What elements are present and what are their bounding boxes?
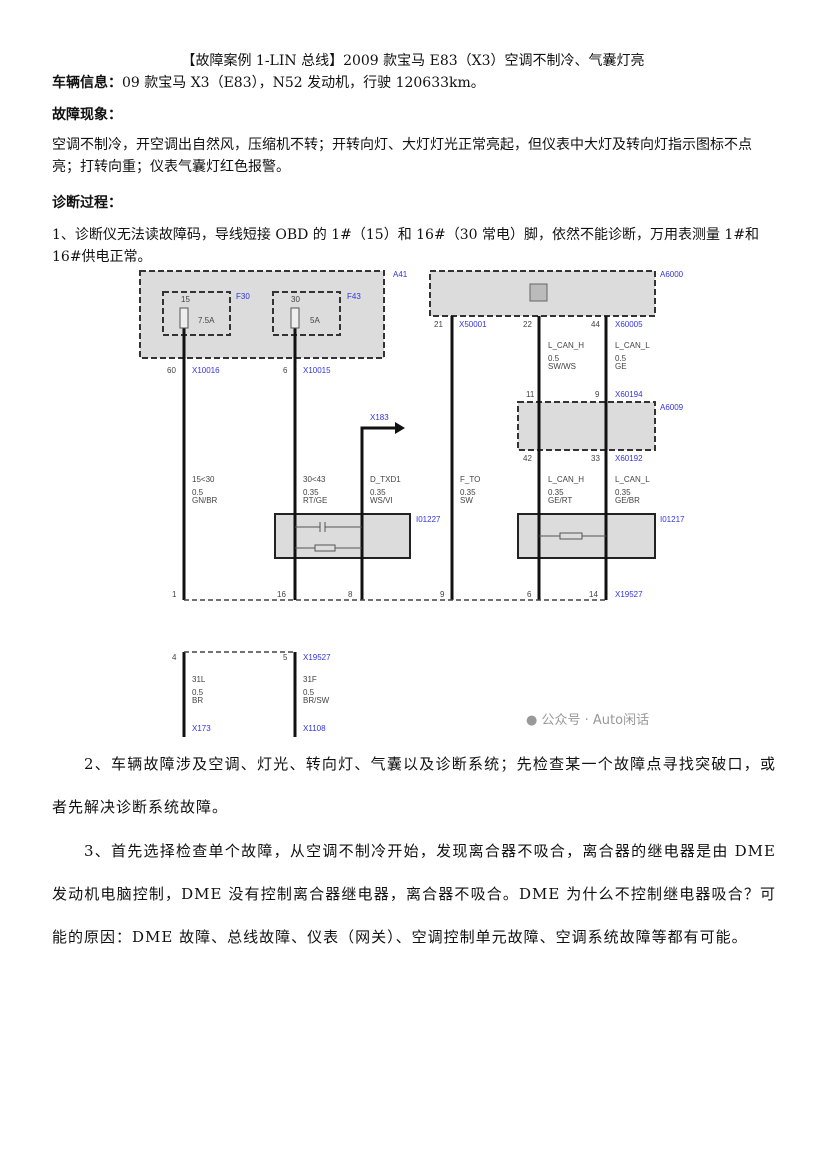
- step-3: 3、首先选择检查单个故障，从空调不制冷开始，发现离合器不吸合，离合器的继电器是由…: [52, 842, 776, 946]
- wire-color: GE/RT: [548, 496, 572, 505]
- wire-size: 0.5: [303, 688, 315, 697]
- wire-size: 0.5: [615, 354, 627, 363]
- pin-label: 9: [595, 390, 600, 399]
- f43-box: [272, 291, 341, 336]
- wire-color: RT/GE: [303, 496, 327, 505]
- connector-label: X10015: [303, 366, 331, 375]
- step-2: 2、车辆故障涉及空调、灯光、转向灯、气囊以及诊断系统；先检查某一个故障点寻找突破…: [52, 755, 776, 816]
- pin-label: 42: [523, 454, 532, 463]
- wire-label: 15<30: [192, 475, 215, 484]
- pin-label: 44: [591, 320, 600, 329]
- pin-label: 30: [291, 295, 300, 304]
- pin-label: 9: [440, 590, 445, 599]
- wire-size: 0.35: [548, 488, 564, 497]
- wires: [182, 316, 608, 737]
- wire-label: 30<43: [303, 475, 326, 484]
- pin-label: 1: [172, 590, 177, 599]
- symptom-heading: 故障现象：: [52, 107, 122, 123]
- pin-label: 21: [434, 320, 443, 329]
- symptom-text: 空调不制冷，开空调出自然风，压缩机不转；开转向灯、大灯灯光正常亮起，但仪表中大灯…: [52, 137, 752, 175]
- pin-label: 16: [277, 590, 286, 599]
- wire-label: L_CAN_L: [615, 341, 650, 350]
- step-1: 1、诊断仪无法读故障码，导线短接 OBD 的 1#（15）和 16#（30 常电…: [52, 227, 760, 265]
- pin-label: 15: [181, 295, 190, 304]
- wire-color: BR: [192, 696, 203, 705]
- wiring-diagram: A41 F30 F43 15 30 7.5A 5A 60 X10016 6 X1…: [139, 270, 685, 737]
- pin-label: 6: [283, 366, 288, 375]
- pin-label: 14: [589, 590, 598, 599]
- wire-color: GN/BR: [192, 496, 218, 505]
- vehicle-info: 车辆信息：09 款宝马 X3（E83），N52 发动机，行驶 120633km。: [52, 72, 485, 92]
- wire-color: WS/VI: [370, 496, 393, 505]
- wire-color: BR/SW: [303, 696, 330, 705]
- pin-label: 11: [526, 390, 535, 399]
- i01227-box: [274, 513, 411, 559]
- label-i01217: I01217: [660, 515, 685, 524]
- connector-label: X60192: [615, 454, 643, 463]
- wire-size: 0.5: [192, 688, 204, 697]
- connector-label: X60194: [615, 390, 643, 399]
- wire-label: D_TXD1: [370, 475, 401, 484]
- watermark-text: 公众号 · Auto闲话: [541, 713, 650, 728]
- wire-size: 0.5: [548, 354, 560, 363]
- wire-size: 0.35: [370, 488, 386, 497]
- fuse-rating: 5A: [310, 316, 320, 325]
- fuse-rating: 7.5A: [198, 316, 215, 325]
- wire-label: 31F: [303, 675, 317, 684]
- connector-label: X19527: [303, 653, 331, 662]
- wire-color: GE: [615, 362, 627, 371]
- pin-label: 22: [523, 320, 532, 329]
- connector-label: X19527: [615, 590, 643, 599]
- connector-label: X183: [370, 413, 389, 422]
- pin-label: 4: [172, 653, 177, 662]
- wire-size: 0.5: [192, 488, 204, 497]
- pin-label: 60: [167, 366, 176, 375]
- pin-label: 6: [527, 590, 532, 599]
- label-a6000: A6000: [660, 270, 684, 279]
- f30-box: [162, 291, 231, 336]
- connector-label: X1108: [303, 724, 326, 733]
- airbag-icon: [529, 283, 548, 302]
- connector-label: X173: [192, 724, 211, 733]
- wire-size: 0.35: [460, 488, 476, 497]
- a6009-box: [517, 401, 656, 451]
- wire-label: L_CAN_H: [548, 475, 584, 484]
- connector-label: X10016: [192, 366, 220, 375]
- wire-label: L_CAN_H: [548, 341, 584, 350]
- diagnosis-heading: 诊断过程：: [52, 195, 122, 211]
- wire-size: 0.35: [615, 488, 631, 497]
- wire-size: 0.35: [303, 488, 319, 497]
- pin-label: 33: [591, 454, 600, 463]
- wire-label: 31L: [192, 675, 206, 684]
- watermark: ● 公众号 · Auto闲话: [526, 709, 649, 728]
- a41-box: [139, 270, 385, 359]
- vehicle-label: 车辆信息：: [52, 75, 122, 91]
- document-title: 【故障案例 1-LIN 总线】2009 款宝马 E83（X3）空调不制冷、气囊灯…: [181, 53, 645, 69]
- label-i01227: I01227: [416, 515, 441, 524]
- wire-color: SW: [460, 496, 473, 505]
- arrow-icon: [395, 422, 405, 434]
- wechat-icon: ●: [526, 713, 538, 728]
- label-a6009: A6009: [660, 403, 684, 412]
- label-f30: F30: [236, 292, 250, 301]
- vehicle-info-text: 09 款宝马 X3（E83），N52 发动机，行驶 120633km。: [122, 75, 485, 91]
- pin-label: 8: [348, 590, 353, 599]
- wire-color: GE/BR: [615, 496, 640, 505]
- connector-label: X50001: [459, 320, 487, 329]
- wire-label: L_CAN_L: [615, 475, 650, 484]
- label-a41: A41: [393, 270, 408, 279]
- wire-label: F_TO: [460, 475, 480, 484]
- wire-color: SW/WS: [548, 362, 576, 371]
- label-f43: F43: [347, 292, 361, 301]
- pin-label: 5: [283, 653, 288, 662]
- connector-label: X60005: [615, 320, 643, 329]
